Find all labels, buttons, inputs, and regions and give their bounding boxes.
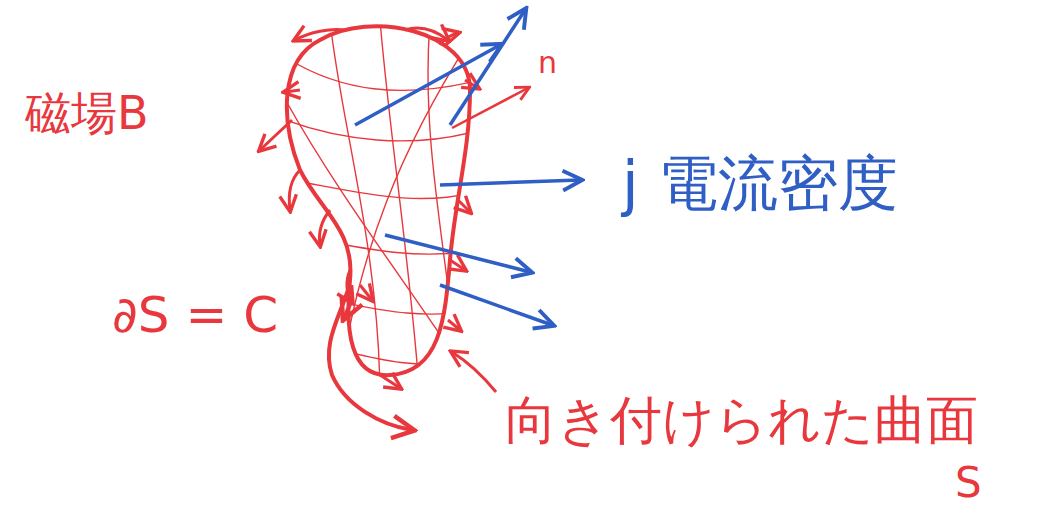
normal-vector	[452, 88, 528, 128]
current-label: j 電流密度	[622, 150, 898, 216]
leader-arrow	[452, 352, 496, 392]
boundary-arrow	[344, 300, 352, 318]
field-label: 磁場B	[25, 88, 149, 139]
surface-label: 向き付けられた曲面	[505, 392, 978, 449]
current-density-arrows	[355, 10, 580, 325]
surface-hatching	[280, 20, 480, 400]
normal-label: n	[538, 46, 557, 79]
surface-symbol: S	[955, 460, 982, 506]
magnetic-field-arrows	[260, 28, 478, 388]
boundary-arrow	[329, 290, 412, 430]
boundary-label: ∂S = C	[112, 288, 278, 343]
